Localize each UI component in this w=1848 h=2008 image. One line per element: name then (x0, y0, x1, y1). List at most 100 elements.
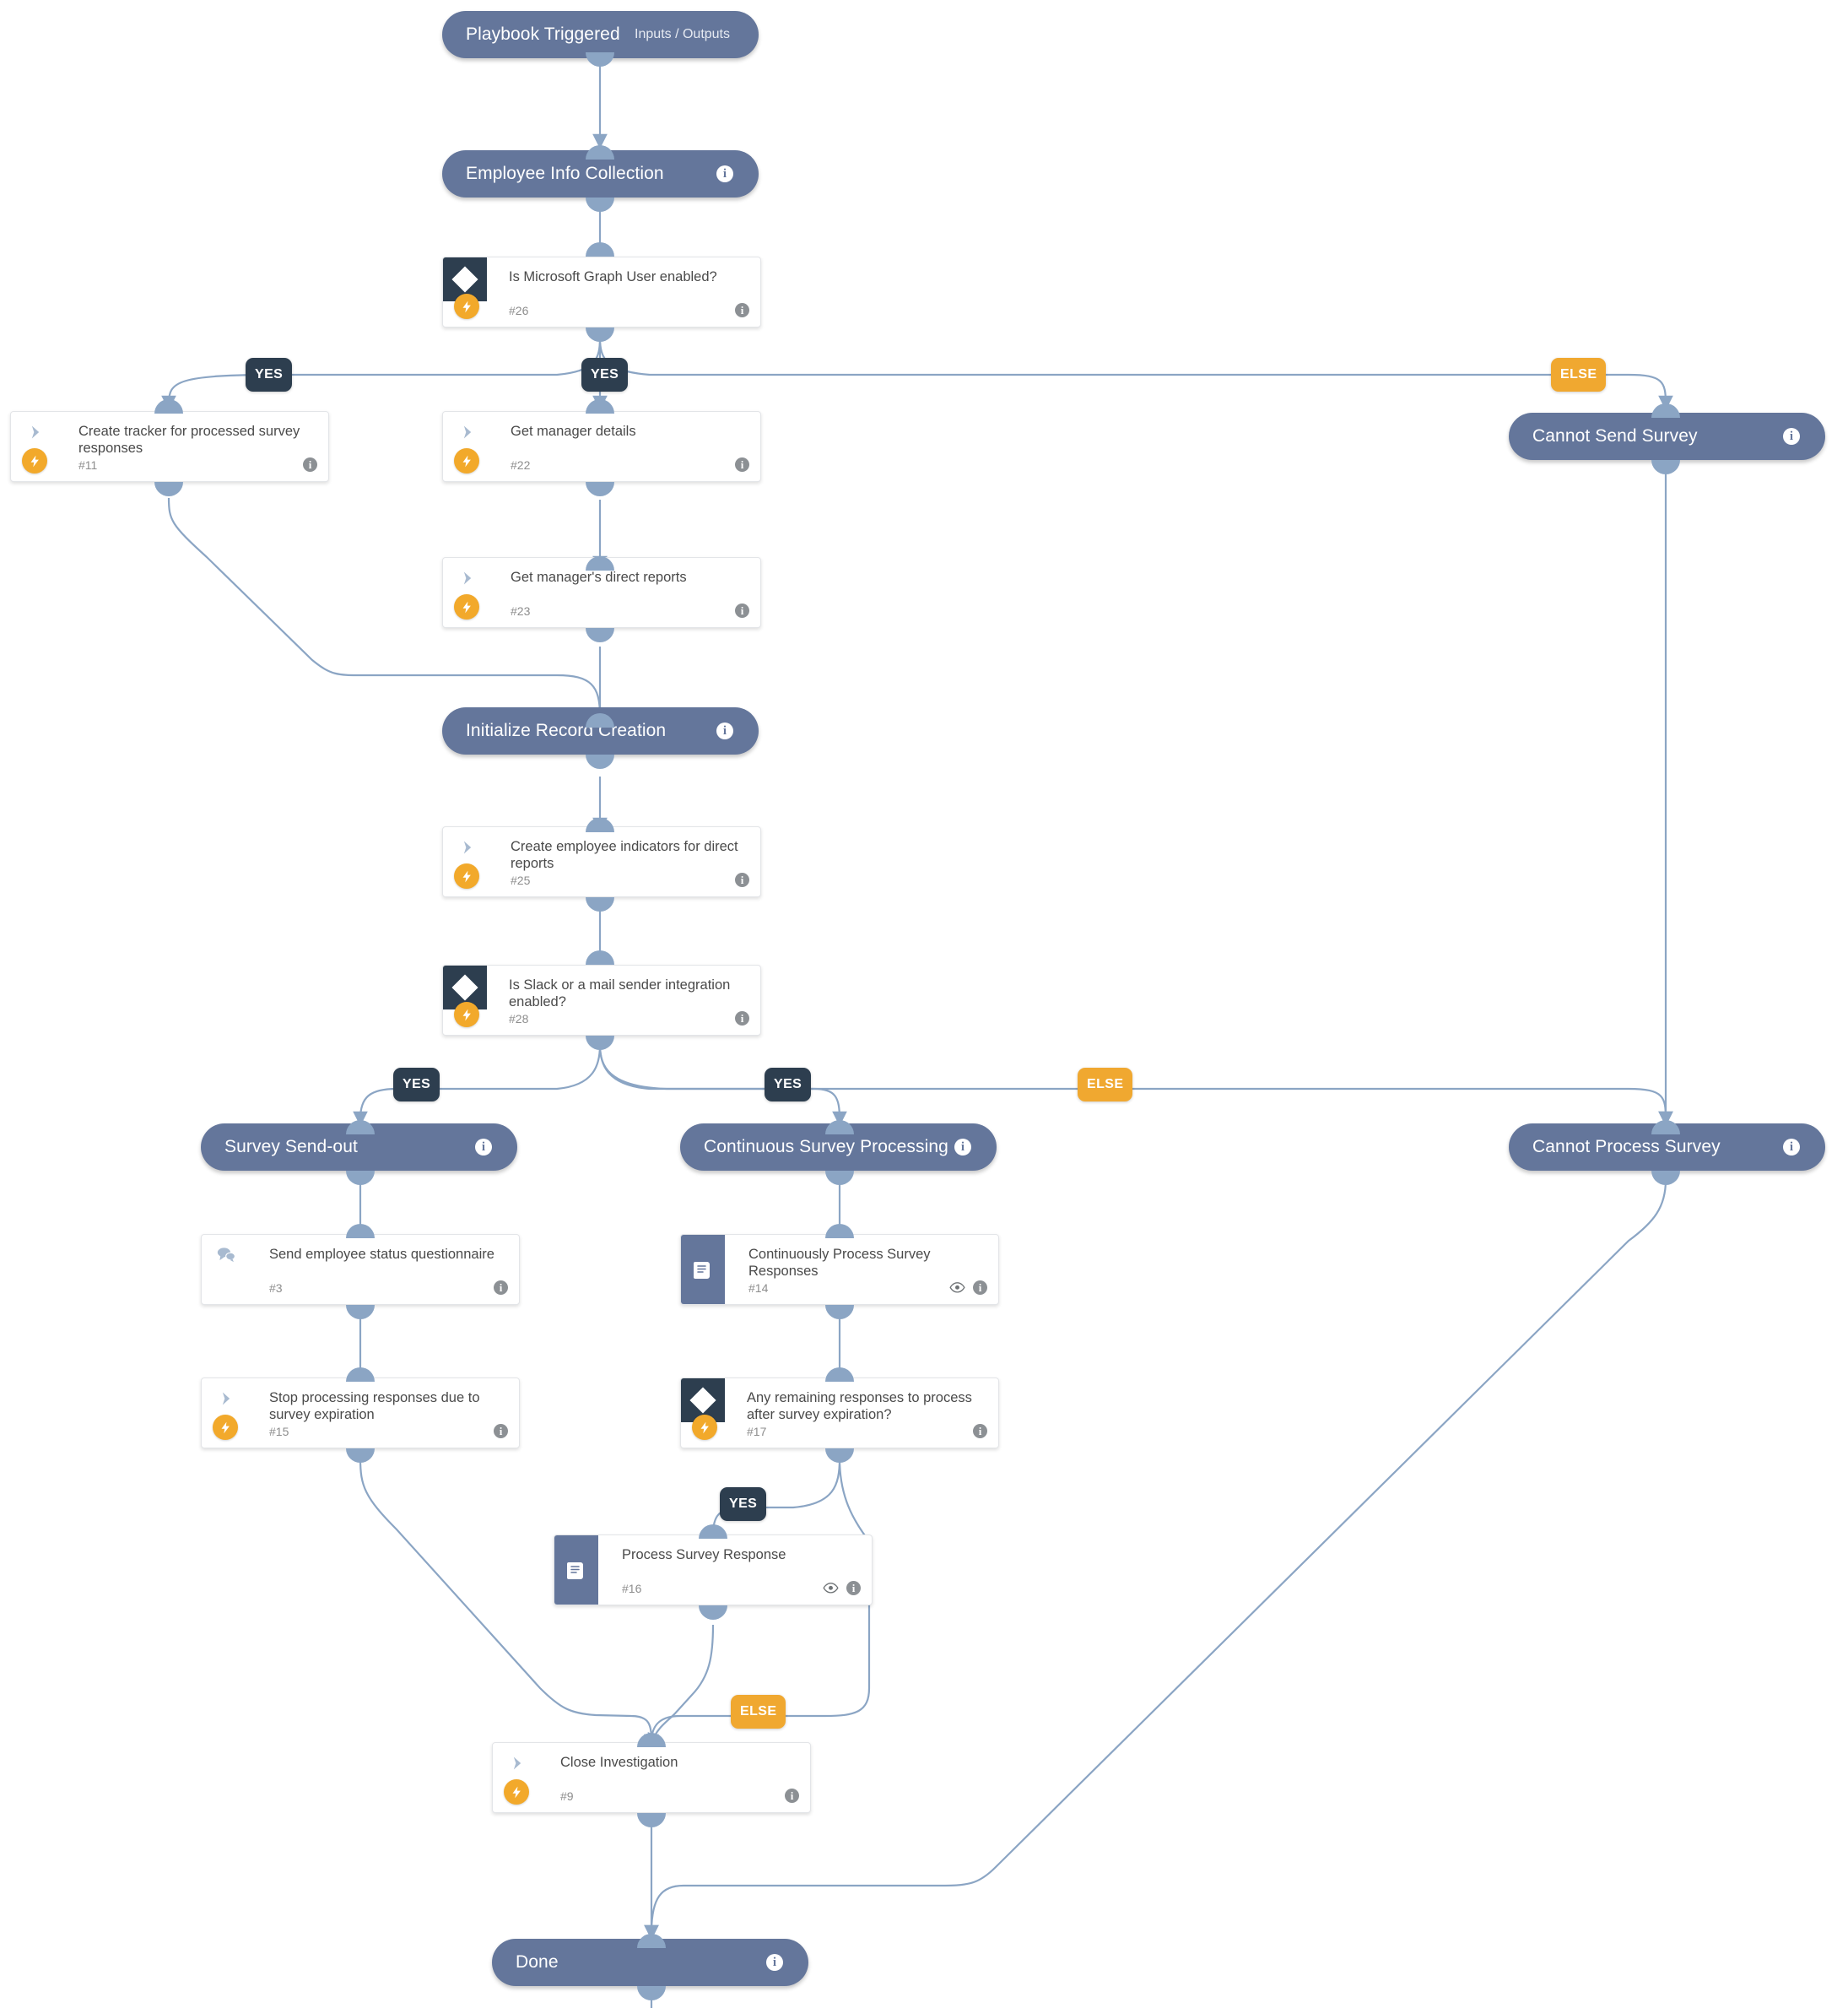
node-cannot-send-survey[interactable]: Cannot Send Survey i (1509, 413, 1825, 460)
node-label: Playbook Triggered (466, 24, 620, 44)
connector-knob (1651, 403, 1680, 418)
connector-knob (825, 1224, 854, 1238)
info-icon[interactable]: i (735, 303, 749, 317)
automation-bolt-icon (22, 448, 47, 474)
branch-label-else-remaining[interactable]: ELSE (731, 1695, 786, 1729)
info-icon[interactable]: i (1783, 428, 1800, 445)
info-icon[interactable]: i (716, 165, 733, 182)
connector-knob (586, 399, 614, 414)
info-icon[interactable]: i (954, 1139, 971, 1156)
node-label: Survey Send-out (224, 1137, 358, 1156)
info-icon[interactable]: i (973, 1280, 987, 1295)
info-icon[interactable]: i (1783, 1139, 1800, 1156)
node-title: Continuously Process Survey Responses (748, 1247, 931, 1280)
info-icon[interactable]: i (766, 1954, 783, 1971)
node-get-manager-details[interactable]: Get manager details #22 i (442, 411, 761, 482)
connector-knob (346, 1305, 375, 1319)
info-icon[interactable]: i (494, 1280, 508, 1295)
inputs-outputs-link[interactable]: Inputs / Outputs (635, 27, 730, 41)
info-icon[interactable]: i (303, 457, 317, 472)
connector-knob (637, 1934, 666, 1948)
info-icon[interactable]: i (494, 1424, 508, 1438)
node-label: Cannot Send Survey (1532, 426, 1698, 446)
branch-label-yes-survey-sendout[interactable]: YES (393, 1068, 440, 1101)
info-icon[interactable]: i (475, 1139, 492, 1156)
branch-label-yes-continuous[interactable]: YES (765, 1068, 812, 1101)
connector-knob (1651, 460, 1680, 474)
node-create-tracker[interactable]: Create tracker for processed survey resp… (10, 411, 329, 482)
node-number: #26 (509, 304, 529, 317)
node-title: Create employee indicators for direct re… (511, 839, 738, 872)
connector-knob (586, 242, 614, 257)
node-number: #25 (511, 874, 531, 887)
automation-bolt-icon (454, 594, 479, 620)
node-close-investigation[interactable]: Close Investigation #9 i (492, 1742, 811, 1813)
branch-label-yes-center[interactable]: YES (581, 358, 629, 392)
connector-knob (637, 1986, 666, 2000)
connector-knob (586, 950, 614, 965)
node-label: Done (516, 1952, 559, 1972)
connector-knob (1651, 1120, 1680, 1134)
node-is-slack-or-mail-enabled[interactable]: Is Slack or a mail sender integration en… (442, 965, 761, 1036)
automation-bolt-icon (454, 448, 479, 474)
connector-knob (586, 52, 614, 67)
connector-knob (154, 399, 183, 414)
chevron-right-icon (459, 424, 476, 441)
connector-knob (699, 1605, 727, 1620)
node-create-employee-indicators[interactable]: Create employee indicators for direct re… (442, 826, 761, 897)
connector-knob (825, 1448, 854, 1463)
node-label: Initialize Record Creation (466, 721, 667, 740)
connector-knob (825, 1171, 854, 1185)
chevron-right-icon (459, 839, 476, 856)
connector-knob (586, 818, 614, 832)
automation-bolt-icon (454, 294, 479, 319)
node-any-remaining-responses[interactable]: Any remaining responses to process after… (680, 1377, 999, 1448)
branch-label-else-graph[interactable]: ELSE (1551, 358, 1607, 392)
chevron-right-icon (27, 424, 44, 441)
connector-knob (586, 628, 614, 642)
node-is-microsoft-graph-user-enabled[interactable]: Is Microsoft Graph User enabled? #26 i (442, 257, 761, 327)
node-send-employee-status-questionnaire[interactable]: Send employee status questionnaire #3 i (201, 1234, 520, 1305)
node-title: Get manager details (511, 424, 636, 439)
connector-knob (586, 198, 614, 212)
node-number: #11 (78, 458, 98, 472)
node-number: #16 (622, 1582, 642, 1595)
automation-bolt-icon (454, 863, 479, 889)
node-continuously-process-survey-responses[interactable]: Continuously Process Survey Responses #1… (680, 1234, 999, 1305)
book-icon (681, 1235, 725, 1304)
automation-bolt-icon (504, 1779, 529, 1805)
eye-icon[interactable] (949, 1281, 965, 1294)
info-icon[interactable]: i (785, 1789, 799, 1803)
chevron-right-icon (459, 570, 476, 587)
automation-bolt-icon (213, 1415, 238, 1440)
node-number: #3 (269, 1281, 283, 1295)
node-title: Create tracker for processed survey resp… (78, 424, 300, 457)
node-process-survey-response[interactable]: Process Survey Response #16 i (554, 1534, 873, 1605)
info-icon[interactable]: i (735, 457, 749, 472)
node-title: Is Slack or a mail sender integration en… (509, 977, 731, 1010)
node-label: Cannot Process Survey (1532, 1137, 1721, 1156)
node-stop-processing-responses[interactable]: Stop processing responses due to survey … (201, 1377, 520, 1448)
connector-knob (825, 1367, 854, 1382)
connector-knob (1651, 1171, 1680, 1185)
chevron-right-icon (509, 1755, 526, 1772)
info-icon[interactable]: i (846, 1581, 861, 1595)
info-icon[interactable]: i (973, 1424, 987, 1438)
connector-knob (154, 482, 183, 496)
connector-knob (699, 1524, 727, 1539)
branch-label-yes-remaining[interactable]: YES (720, 1487, 767, 1521)
eye-icon[interactable] (823, 1582, 839, 1594)
chevron-right-icon (218, 1390, 235, 1407)
info-icon[interactable]: i (735, 1011, 749, 1026)
automation-bolt-icon (692, 1415, 717, 1440)
node-title: Stop processing responses due to survey … (269, 1390, 480, 1423)
connector-knob (586, 482, 614, 496)
branch-label-yes-left[interactable]: YES (246, 358, 293, 392)
branch-label-else-slack[interactable]: ELSE (1078, 1068, 1133, 1101)
info-icon[interactable]: i (735, 603, 749, 618)
connector-knob (586, 327, 614, 342)
node-playbook-triggered[interactable]: Playbook Triggered Inputs / Outputs (442, 11, 759, 58)
connector-knob (346, 1224, 375, 1238)
info-icon[interactable]: i (716, 723, 733, 739)
info-icon[interactable]: i (735, 873, 749, 887)
